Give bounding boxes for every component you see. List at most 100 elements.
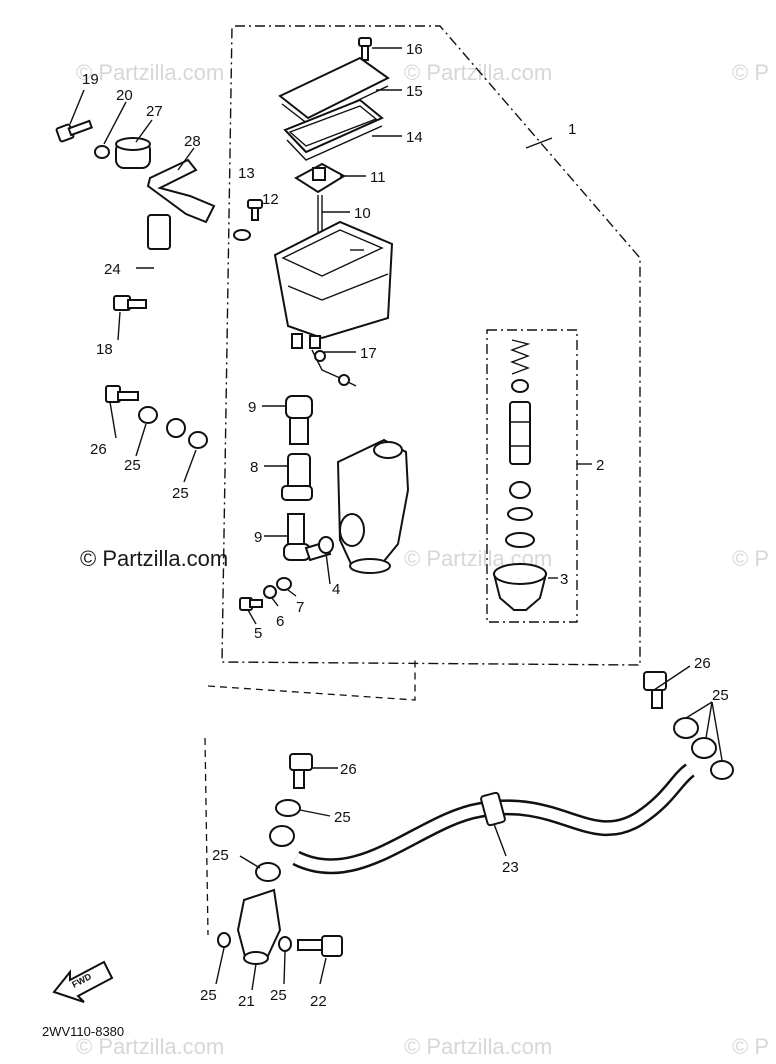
hose-outline-left	[204, 737, 209, 936]
washer-12	[233, 229, 251, 241]
spring	[510, 339, 531, 375]
master-cylinder-body	[336, 438, 410, 574]
bolt-26-lower	[289, 753, 313, 789]
bolt-22	[297, 935, 343, 957]
watermark-strong: © Partzilla.com	[80, 546, 228, 571]
callout-12: 12	[262, 191, 279, 208]
callout-labels: 1 2 3 4 5 6 7 8 9 9 10 11 12 13 14 15 16…	[82, 41, 729, 1010]
callout-24: 24	[104, 261, 121, 278]
watermark: © Partzilla.com	[404, 60, 552, 85]
washer-25	[278, 936, 292, 952]
diaphragm-14-edge	[286, 125, 383, 161]
callout-25: 25	[712, 687, 729, 704]
callout-17: 17	[360, 345, 377, 362]
watermark: © P	[732, 60, 769, 85]
callout-28: 28	[184, 133, 201, 150]
washer-25	[673, 717, 699, 739]
fwd-arrow-icon: FWD	[52, 960, 114, 1003]
bracket-28	[146, 158, 216, 224]
callout-7: 7	[296, 599, 304, 616]
callout-23: 23	[502, 859, 519, 876]
callout-10: 10	[354, 205, 371, 222]
hose-24	[147, 214, 191, 438]
reservoir-body	[273, 220, 394, 340]
bolt-19	[55, 119, 94, 143]
reservoir-cap-15	[278, 56, 390, 120]
callout-25: 25	[212, 847, 229, 864]
o-ring-4	[318, 536, 334, 554]
callout-25: 25	[172, 485, 189, 502]
callout-14: 14	[406, 129, 423, 146]
circlip	[505, 532, 535, 548]
washer-25	[217, 932, 231, 948]
bolt-18	[113, 295, 147, 311]
hose-outline-top	[207, 660, 416, 701]
boot-3	[492, 563, 548, 611]
washer-7	[276, 577, 292, 591]
screw-13	[247, 199, 263, 221]
piston	[509, 401, 531, 465]
washer-25	[188, 431, 208, 449]
hose-23	[292, 763, 696, 875]
callout-15: 15	[406, 83, 423, 100]
callout-3: 3	[560, 571, 568, 588]
leader-lines	[69, 47, 723, 991]
washer-25	[710, 760, 734, 780]
cup-seal	[509, 481, 531, 499]
callout-11: 11	[370, 169, 386, 186]
callout-4: 4	[332, 581, 340, 598]
callout-25: 25	[124, 457, 141, 474]
watermark: © P	[732, 546, 769, 571]
callout-6: 6	[276, 613, 284, 630]
reservoir-rim	[281, 229, 384, 277]
watermark: © Partzilla.com	[76, 60, 224, 85]
assembly-outline-2	[486, 329, 578, 623]
union	[269, 825, 295, 847]
callout-26: 26	[694, 655, 711, 672]
watermark-layer: © Partzilla.com © Partzilla.com © P © Pa…	[76, 60, 769, 1059]
assembly-outline-1	[221, 25, 641, 666]
reservoir-level-line	[287, 273, 389, 301]
bolt-26-left	[105, 385, 139, 403]
callout-22: 22	[310, 993, 327, 1010]
callout-25: 25	[334, 809, 351, 826]
union	[691, 737, 717, 759]
callout-8: 8	[250, 459, 258, 476]
diaphragm-14-inner	[288, 105, 378, 147]
callout-27: 27	[146, 103, 163, 120]
callout-16: 16	[406, 41, 423, 58]
callout-26: 26	[340, 761, 357, 778]
washer-6	[263, 585, 277, 599]
watermark: © P	[732, 1034, 769, 1059]
diagram-code: 2WV110-8380	[42, 1024, 124, 1039]
callout-25: 25	[200, 987, 217, 1004]
diaphragm-14	[283, 98, 384, 154]
fitting-21	[236, 888, 282, 965]
watermark: © Partzilla.com	[404, 1034, 552, 1059]
clip-17	[291, 333, 357, 387]
washer-25	[138, 406, 158, 424]
cup	[511, 379, 529, 393]
cap-27	[115, 137, 151, 169]
callout-9-lower: 9	[254, 529, 262, 546]
callout-1: 1	[568, 121, 576, 138]
callout-18: 18	[96, 341, 113, 358]
washer-25	[275, 799, 301, 817]
callout-19: 19	[82, 71, 99, 88]
washer-25	[255, 862, 281, 882]
callout-25: 25	[270, 987, 287, 1004]
screw-5	[239, 597, 263, 611]
callout-20: 20	[116, 87, 133, 104]
callout-21: 21	[238, 993, 255, 1010]
screw-16	[358, 37, 372, 61]
washer	[507, 507, 533, 521]
washer-20	[94, 145, 110, 159]
watermark: © Partzilla.com	[76, 1034, 224, 1059]
callout-9-upper: 9	[248, 399, 256, 416]
callout-5: 5	[254, 625, 262, 642]
union-9-upper	[285, 395, 313, 445]
callout-26: 26	[90, 441, 107, 458]
callout-2: 2	[596, 457, 604, 474]
